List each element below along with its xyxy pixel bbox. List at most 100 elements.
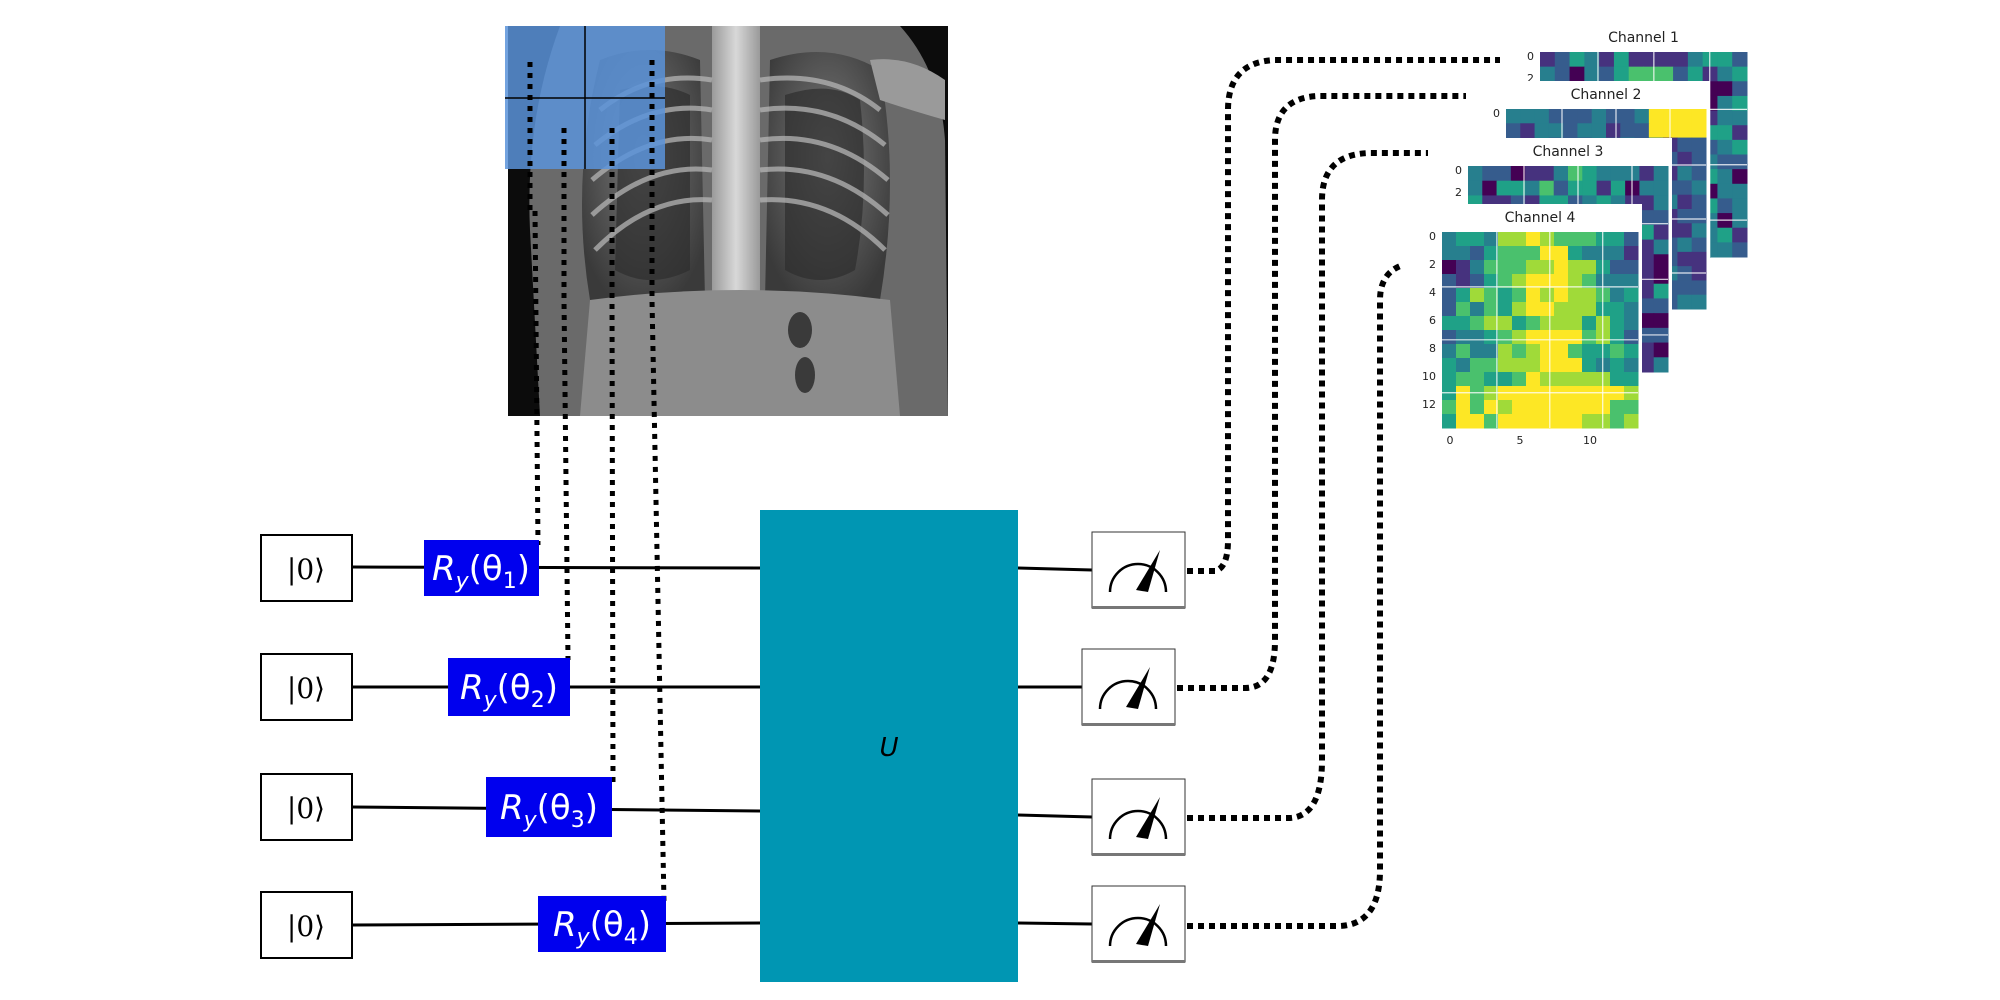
heatmap-cell: [1563, 109, 1578, 124]
meter-to-channel-connectors: [1177, 57, 1525, 929]
heatmap-cell: [1540, 358, 1555, 373]
heatmap-cell: [1653, 210, 1669, 226]
heatmap-cell: [1554, 260, 1569, 275]
heatmap-cell: [1540, 232, 1555, 247]
heatmap-cell: [1653, 180, 1669, 196]
heatmap-cell: [1717, 154, 1733, 170]
heatmap-cell: [1732, 154, 1748, 170]
heatmap-cell: [1484, 288, 1499, 303]
y-tick-label: 0: [1455, 164, 1462, 177]
heatmap-cell: [1456, 344, 1471, 359]
heatmap-cell: [1596, 166, 1612, 182]
heatmap-cell: [1717, 198, 1733, 214]
heatmap-cell: [1526, 414, 1541, 429]
heatmap-cell: [1591, 109, 1607, 124]
heatmap-cell: [1582, 288, 1597, 303]
heatmap-cell: [1717, 242, 1733, 258]
heatmap-cell: [1732, 227, 1748, 243]
heatmap-cell: [1498, 316, 1513, 331]
patch-to-gate-connectors: [527, 60, 667, 903]
heatmap-cell: [1470, 302, 1485, 317]
heatmap-cell: [1677, 237, 1693, 253]
heatmap-cell: [1613, 66, 1630, 82]
qubit-init-box-2: |0⟩: [260, 653, 353, 721]
heatmap-cell: [1582, 358, 1597, 373]
heatmap-cell: [1526, 302, 1541, 317]
heatmap-cell: [1442, 246, 1457, 261]
heatmap-cell: [1658, 66, 1674, 82]
heatmap-cell: [1540, 414, 1555, 429]
heatmap-cell: [1691, 251, 1707, 267]
heatmap-cell: [1470, 372, 1485, 387]
heatmap-cell: [1648, 123, 1664, 139]
heatmap-cell: [1577, 109, 1593, 124]
heatmap-cell: [1624, 274, 1639, 289]
gate-sub: y: [455, 569, 470, 594]
heatmap-cell: [1442, 302, 1457, 317]
heatmap-cell: [1484, 260, 1499, 275]
heatmap-cell: [1568, 344, 1583, 359]
heatmap-cell: [1484, 316, 1499, 331]
heatmap-cell: [1554, 274, 1569, 289]
heatmap-cell: [1442, 400, 1457, 415]
heatmap-cell: [1512, 330, 1527, 345]
heatmap-cell: [1624, 302, 1639, 317]
heatmap-cell: [1639, 180, 1655, 196]
heatmap-cell: [1554, 232, 1569, 247]
heatmap-cell: [1498, 372, 1513, 387]
heatmap-cell: [1540, 52, 1556, 68]
heatmap-cell: [1540, 302, 1555, 317]
heatmap-cell: [1456, 330, 1471, 345]
heatmap-cell: [1653, 269, 1669, 285]
heatmap-cell: [1554, 52, 1571, 68]
heatmap-cell: [1470, 246, 1485, 261]
heatmap-cell: [1484, 302, 1499, 317]
heatmap-cell: [1470, 260, 1485, 275]
heatmap-cell: [1568, 400, 1583, 415]
meter-icon: [1091, 778, 1186, 856]
gate-sub: y: [523, 808, 538, 833]
heatmap-cell: [1653, 313, 1669, 329]
gate-name: R: [500, 788, 524, 828]
heatmap-cell: [1717, 110, 1733, 126]
heatmap-cell: [1498, 288, 1513, 303]
heatmap-cell: [1717, 139, 1733, 155]
x-tick-label: 10: [1583, 434, 1597, 447]
heatmap-cell: [1610, 400, 1625, 415]
heatmap-cell: [1596, 180, 1612, 196]
heatmap-cell: [1468, 180, 1483, 196]
svg-text:Ry(θ2): Ry(θ2): [460, 668, 558, 713]
heatmap-cell: [1568, 358, 1583, 373]
heatmap-cell: [1498, 246, 1513, 261]
heatmap-cell: [1554, 358, 1569, 373]
heatmap-cell: [1456, 400, 1471, 415]
heatmap-cell: [1620, 123, 1636, 139]
ry-gate-2: Ry(θ2): [448, 658, 570, 716]
heatmap-cell: [1442, 316, 1457, 331]
y-tick-label: 2: [1527, 72, 1534, 85]
heatmap-cell: [1442, 288, 1457, 303]
heatmap-cell: [1732, 66, 1748, 82]
heatmap-cell: [1732, 169, 1748, 185]
heatmap-cell: [1732, 81, 1748, 97]
heatmap-cell: [1677, 151, 1693, 167]
y-tick-label: 10: [1422, 370, 1436, 383]
heatmap-cell: [1526, 344, 1541, 359]
heatmap-cell: [1512, 414, 1527, 429]
heatmap-cell: [1639, 298, 1655, 314]
heatmap-cell: [1456, 288, 1471, 303]
heatmap-cell: [1624, 260, 1639, 275]
heatmap-cell: [1639, 195, 1655, 211]
heatmap-cell: [1624, 330, 1639, 345]
ket-label: |0⟩: [287, 792, 325, 825]
heatmap-cell: [1506, 123, 1521, 139]
heatmap-cell: [1484, 274, 1499, 289]
heatmap-cell: [1498, 344, 1513, 359]
heatmap-cell: [1568, 414, 1583, 429]
heatmap-cell: [1677, 280, 1693, 296]
heatmap-cell: [1577, 123, 1593, 139]
heatmap-cell: [1582, 302, 1597, 317]
heatmap-cell: [1634, 123, 1650, 139]
ry-gate-1: Ry(θ1): [424, 540, 539, 596]
heatmap-cell: [1582, 330, 1597, 345]
